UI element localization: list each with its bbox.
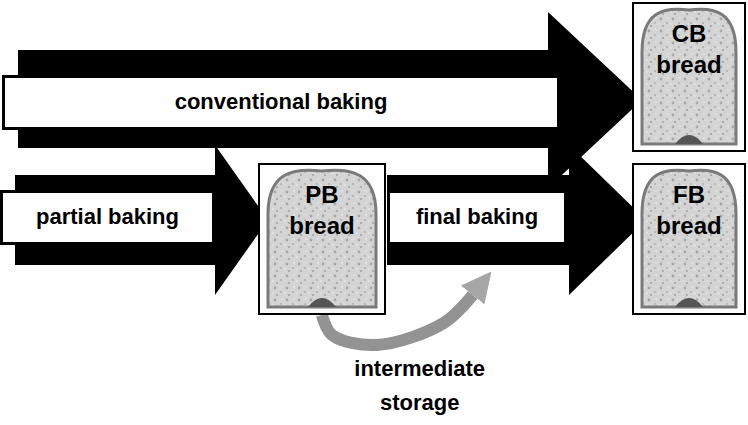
step-label: final baking — [416, 204, 538, 230]
bread-text-holder: CB bread — [652, 18, 726, 80]
arrow-label-box: final baking — [387, 190, 567, 245]
arrow-label-box: partial baking — [0, 190, 215, 245]
edge-label: intermediate storage — [340, 352, 500, 420]
process-arrow: final baking — [384, 145, 646, 295]
process-arrow: partial baking — [0, 145, 268, 295]
arrow-body — [387, 145, 646, 295]
step-label: partial baking — [36, 204, 179, 230]
bread-text-holder: FB bread — [652, 179, 726, 241]
bread-box: CB bread — [632, 2, 746, 152]
bread-label: CB bread — [652, 18, 726, 80]
bread-box: PB bread — [258, 163, 386, 315]
arrow-body — [15, 145, 268, 295]
bread-label: PB bread — [285, 179, 359, 241]
bread-slice — [642, 170, 736, 307]
bread-shadow — [675, 135, 703, 144]
step-label: conventional baking — [175, 89, 388, 115]
bread-text-holder: PB bread — [285, 179, 359, 241]
process-arrow: conventional baking — [0, 12, 642, 188]
bread-slice — [268, 170, 376, 307]
arrow-label-box: conventional baking — [2, 75, 560, 130]
bread-slice — [642, 9, 736, 144]
bread-label: FB bread — [652, 179, 726, 241]
bread-box: FB bread — [632, 163, 746, 315]
bread-shadow — [308, 298, 336, 307]
bread-shadow — [675, 298, 703, 307]
